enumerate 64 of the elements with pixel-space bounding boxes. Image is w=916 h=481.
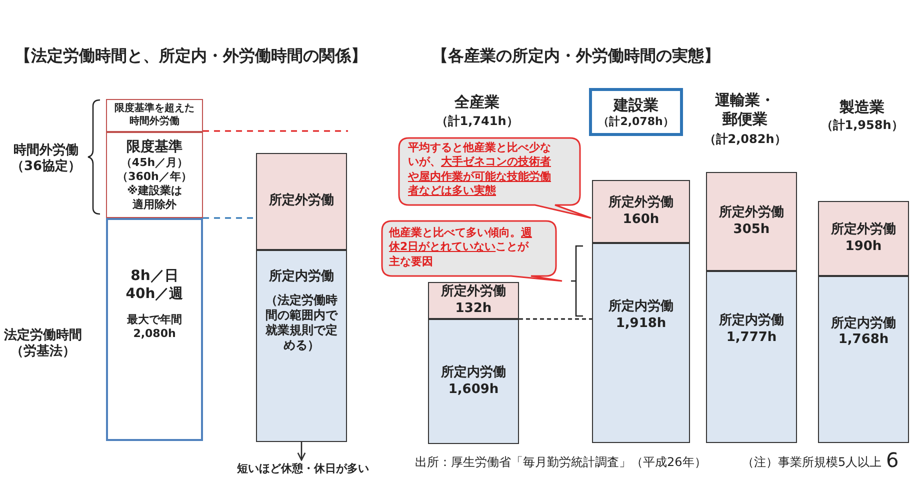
box-text: 所定外労働: [269, 193, 334, 210]
box-text: 限度基準を超えた時間外労働: [114, 103, 196, 128]
box-text: （45h／月）: [120, 156, 188, 170]
limit-box: [106, 132, 203, 218]
total-hours: （計1,958h）: [820, 118, 904, 133]
box-text: 短いほど休憩・休日が多い: [237, 462, 369, 476]
box-text: （360h／年）: [117, 170, 192, 184]
box-text: 所定内労働: [608, 299, 674, 316]
section-heading: 【各産業の所定内・外労働時間の実態】: [432, 46, 721, 66]
box-text: 所定内労働: [719, 313, 784, 330]
overtime-box: [592, 180, 690, 243]
arrow: [297, 442, 306, 461]
box-text: ※建設業は適用除外: [126, 184, 183, 212]
scheduled-hours-box: [818, 276, 909, 443]
scheduled-hours-box: [256, 250, 347, 442]
box-text: 所定外労働: [831, 222, 896, 238]
box-text: 190h: [845, 238, 882, 255]
total-hours: （計2,082h）: [702, 132, 788, 147]
box-text: 所定内労働: [441, 365, 506, 382]
overtime-box: [818, 201, 909, 276]
callout-text: 平均すると他産業と比べ少ないが、大手ゼネコンの技術者や屋内作業が可能な技能労働者などは多い実態: [408, 141, 552, 198]
section-heading: 【法定労働時間と、所定内・外労働時間の関係】: [15, 46, 368, 66]
footnote: （注）事業所規模5人以上: [742, 455, 882, 470]
box-text: 所定内労働: [269, 268, 334, 286]
box-text: 132h: [455, 300, 492, 317]
side-label: 法定労働時間（労基法）: [3, 328, 83, 360]
box-text: 1,918h: [616, 316, 666, 332]
box-text: 305h: [733, 222, 770, 238]
box-text: 所定外労働: [719, 205, 784, 222]
overtime-box: [428, 282, 519, 319]
total-hours: （計1,741h）: [434, 114, 520, 129]
industry-name: 建設業: [614, 96, 658, 114]
box-text: 限度基準: [126, 138, 182, 156]
limit-box: [106, 99, 203, 132]
statutory-hours-box: [106, 218, 203, 441]
box-text: 1,609h: [448, 382, 499, 398]
overtime-box: [256, 153, 347, 250]
dashed-guide-line: [203, 217, 256, 219]
overtime-box: [706, 172, 797, 271]
box-text: 1,768h: [838, 332, 889, 348]
dashed-guide-line: [519, 318, 592, 320]
box-text: 最大で年間2,080h: [126, 313, 183, 341]
scheduled-hours-box: [706, 271, 797, 443]
speech-bubble: [398, 137, 592, 219]
box-text: （計2,078h）: [598, 114, 674, 128]
box-text: 8h／日: [130, 268, 178, 286]
box-text: 所定内労働: [831, 316, 896, 332]
box-text: 所定外労働: [608, 195, 674, 212]
box-text: 所定外労働: [441, 284, 506, 300]
box-text: （法定労働時間の範囲内で就業規則で定める）: [264, 293, 338, 354]
dashed-guide-line: [203, 130, 348, 132]
box-text: 1,777h: [726, 330, 777, 346]
industry-header-box: [589, 88, 683, 136]
source-note: 出所：厚生労働省「毎月勤労統計調査」（平成26年）: [415, 455, 708, 470]
scheduled-hours-box: [428, 319, 519, 444]
industry-name: 全産業: [453, 93, 500, 112]
box-text: 40h／週: [126, 286, 184, 304]
scheduled-hours-box: [592, 243, 690, 443]
industry-name: 製造業: [838, 98, 886, 117]
page-number: 6: [886, 448, 900, 473]
box-text: 160h: [622, 212, 660, 228]
industry-name: 運輸業・郵便業: [714, 91, 776, 128]
side-label: 時間外労働（36協定）: [10, 143, 82, 176]
callout-text: 他産業と比べて多い傾向。週休2日がとれていないことが主な要因: [389, 226, 533, 269]
